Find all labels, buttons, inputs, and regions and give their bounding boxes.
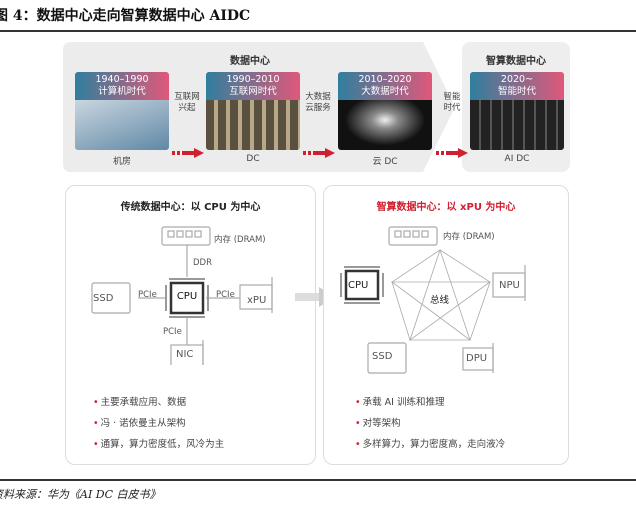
ssd-label: SSD [372, 351, 393, 362]
ssd-label: SSD [93, 293, 114, 304]
ai-dc-panel: 智算数据中心：以 xPU 为中心 [323, 185, 569, 465]
era-name: 智能时代 [497, 86, 536, 97]
era-card: 2020~智能时代 [470, 72, 564, 150]
ssd-icon [91, 282, 131, 314]
bullet-text: 冯 · 诺依曼主从架构 [100, 418, 186, 429]
right-bullets: •承载 AI 训练和推理 •对等架构 •多样算力，算力密度高，走向液冷 [355, 397, 506, 450]
top-divider [0, 30, 636, 32]
era-caption: DC [246, 154, 260, 164]
era-name: 互联网时代 [229, 86, 277, 97]
transition-label: 智能时代 [443, 92, 461, 113]
bus-pentagon [390, 248, 492, 342]
left-bullets: •主要承载应用、数据 •冯 · 诺依曼主从架构 •通算，算力密度低，风冷为主 [93, 397, 225, 450]
era-years: 1990–2010 [226, 74, 280, 85]
cpu-chip-icon [344, 269, 380, 301]
ai-dc-photo [470, 100, 564, 150]
bullet-text: 主要承载应用、数据 [100, 397, 187, 408]
panel-title: 智算数据中心：以 xPU 为中心 [376, 202, 516, 213]
panel-title: 传统数据中心：以 CPU 为中心 [120, 202, 261, 213]
xpu-centric-diagram [340, 226, 526, 374]
era-caption: 机房 [112, 157, 131, 167]
pcie-label: PCIe [138, 290, 157, 300]
red-arrow-icon [172, 148, 204, 158]
era-years: 1940–1990 [95, 74, 149, 85]
computer-room-photo [75, 100, 169, 150]
pcie-label: PCIe [163, 327, 182, 337]
bullet-text: 对等架构 [362, 418, 401, 429]
pcie-label: PCIe [216, 290, 235, 300]
figure-title: 图 4：数据中心走向智算数据中心 AIDC [0, 8, 251, 24]
cloud-dc-photo [338, 100, 432, 150]
red-arrow-icon [303, 148, 335, 158]
bus-label: 总线 [430, 295, 450, 306]
dc-photo [206, 100, 300, 150]
nic-label: NIC [176, 349, 194, 360]
source-note: 资料来源：华为《AI DC 白皮书》 [0, 488, 161, 501]
ssd-icon [367, 342, 407, 374]
dram-label: 内存 (DRAM) [443, 232, 495, 242]
ddr-label: DDR [193, 258, 212, 268]
transition-label: 互联网兴起 [174, 92, 200, 113]
era-years: 2010–2020 [358, 74, 412, 85]
traditional-dc-panel: 传统数据中心：以 CPU 为中心 [65, 185, 316, 465]
xpu-label: xPU [247, 295, 267, 306]
dpu-label: DPU [466, 353, 488, 364]
bullet-text: 多样算力，算力密度高，走向液冷 [362, 439, 506, 450]
era-name: 计算机时代 [98, 86, 146, 97]
bullet-text: 承载 AI 训练和推理 [362, 397, 445, 408]
cpu-chip-icon [169, 281, 205, 315]
dram-label: 内存 (DRAM) [214, 235, 266, 245]
section-title-dc: 数据中心 [230, 56, 270, 67]
era-caption: 云 DC [372, 157, 398, 167]
bottom-divider [0, 479, 636, 481]
section-title-aidc: 智算数据中心 [486, 56, 546, 67]
dram-icon [161, 226, 211, 246]
transition-label: 大数据云服务 [305, 92, 331, 113]
era-years: 2020~ [500, 74, 534, 85]
bullet-text: 通算，算力密度低，风冷为主 [100, 439, 225, 450]
cpu-centric-diagram [91, 226, 273, 365]
npu-label: NPU [499, 280, 520, 291]
era-caption: AI DC [504, 154, 530, 164]
era-name: 大数据时代 [361, 86, 409, 97]
cpu-label: CPU [348, 280, 369, 291]
dram-icon [388, 226, 438, 246]
cpu-label: CPU [176, 291, 198, 302]
red-arrow-icon [436, 148, 468, 158]
